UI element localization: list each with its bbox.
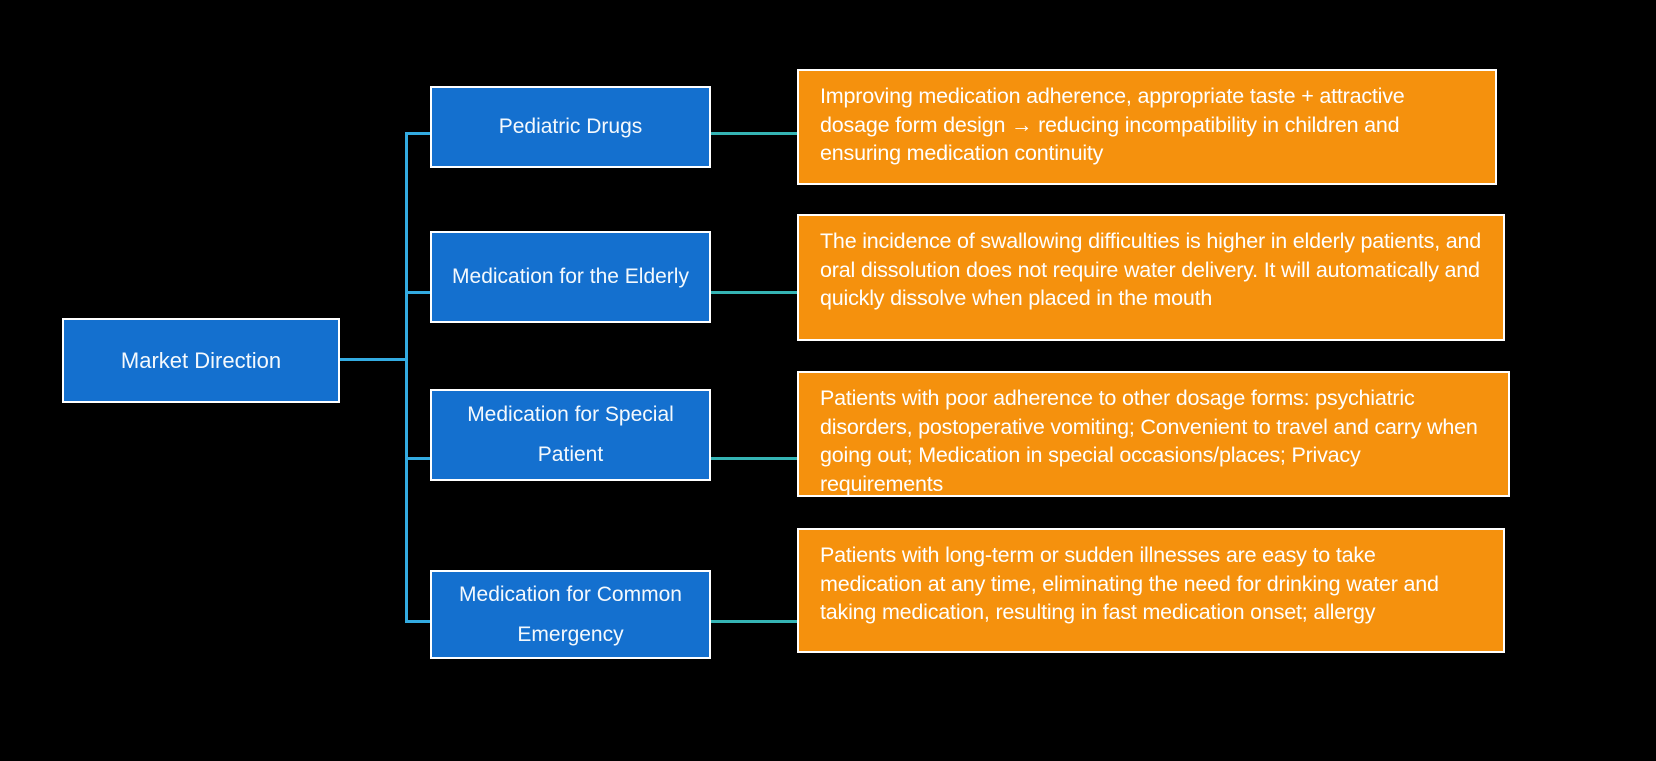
root-connector-line — [339, 358, 405, 361]
branch-connector-line — [405, 457, 432, 460]
branch-connector-line — [405, 620, 432, 623]
description-box-medication-common-emergency: Patients with long-term or sudden illnes… — [797, 528, 1505, 653]
root-node-label: Market Direction — [120, 347, 282, 373]
node-description-connector-line — [709, 620, 798, 623]
description-text: The incidence of swallowing difficulties… — [820, 229, 1482, 310]
branch-node-medication-common-emergency: Medication for Common Emergency — [430, 570, 711, 659]
branch-node-pediatric-drugs: Pediatric Drugs — [430, 86, 711, 168]
description-text: Patients with poor adherence to other do… — [820, 386, 1478, 496]
description-box-medication-special-patient: Patients with poor adherence to other do… — [797, 371, 1510, 497]
node-description-connector-line — [709, 457, 798, 460]
branch-connector-line — [405, 291, 432, 294]
branch-node-label: Medication for the Elderly — [452, 265, 689, 288]
branch-node-label: Medication for Special Patient — [467, 403, 674, 466]
branch-node-medication-elderly: Medication for the Elderly — [430, 231, 711, 323]
branch-node-label: Medication for Common Emergency — [459, 582, 682, 646]
description-box-pediatric-drugs: Improving medication adherence, appropri… — [797, 69, 1497, 185]
node-description-connector-line — [709, 132, 798, 135]
description-text: Improving medication adherence, appropri… — [820, 84, 1405, 165]
description-text: Patients with long-term or sudden illnes… — [820, 543, 1439, 624]
description-box-medication-elderly: The incidence of swallowing difficulties… — [797, 214, 1505, 341]
node-description-connector-line — [709, 291, 798, 294]
tree-trunk-line — [405, 132, 408, 623]
branch-node-label: Pediatric Drugs — [498, 115, 643, 138]
branch-connector-line — [405, 132, 432, 135]
branch-node-medication-special-patient: Medication for Special Patient — [430, 389, 711, 481]
root-node-market-direction: Market Direction — [62, 318, 340, 403]
